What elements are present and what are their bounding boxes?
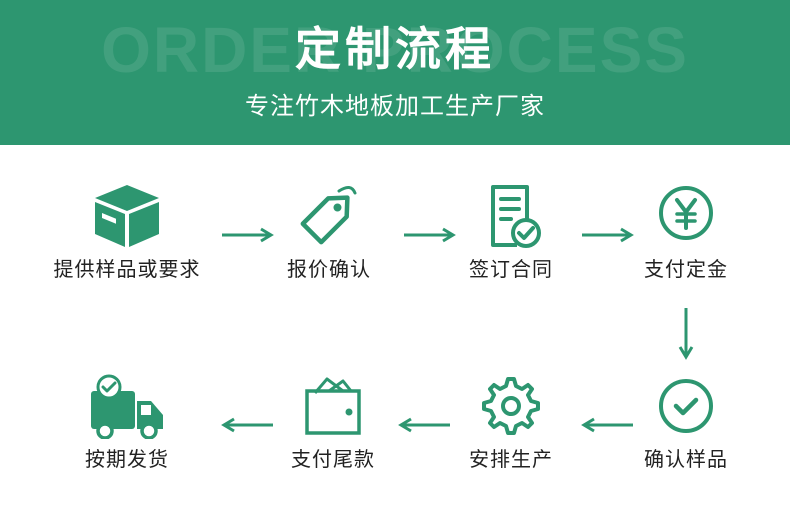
arrow-right-icon — [222, 227, 274, 243]
step-on-time-delivery: 按期发货 — [47, 373, 207, 471]
header-watermark: ORDER PROCESS — [101, 14, 689, 86]
delivery-truck-icon — [91, 374, 163, 439]
step-provide-sample: 提供样品或要求 — [47, 183, 207, 281]
arrow-right-icon — [404, 227, 456, 243]
contract-icon — [491, 185, 541, 248]
page-subtitle: 专注竹木地板加工生产厂家 — [245, 92, 545, 120]
arrow-left-icon — [221, 417, 273, 433]
step-confirm-sample: 确认样品 — [606, 373, 766, 471]
arrow-right-icon — [582, 227, 634, 243]
step-arrange-production: 安排生产 — [431, 373, 591, 471]
yen-icon — [659, 186, 713, 240]
gear-icon — [482, 377, 540, 435]
step-sign-contract: 签订合同 — [431, 183, 591, 281]
step-label: 支付尾款 — [291, 447, 375, 471]
step-label: 提供样品或要求 — [53, 257, 201, 281]
check-circle-icon — [659, 379, 713, 433]
price-tag-icon — [300, 186, 357, 245]
header-banner: ORDER PROCESS 定制流程 专注竹木地板加工生产厂家 — [0, 0, 790, 145]
box-icon — [95, 185, 159, 247]
wallet-icon — [305, 377, 361, 435]
step-pay-deposit: 支付定金 — [606, 183, 766, 281]
step-label: 报价确认 — [287, 257, 371, 281]
step-label: 安排生产 — [469, 447, 553, 471]
step-quote-confirm: 报价确认 — [249, 183, 409, 281]
step-label: 支付定金 — [644, 257, 728, 281]
step-label: 确认样品 — [644, 447, 728, 471]
step-pay-balance: 支付尾款 — [253, 373, 413, 471]
arrow-left-icon — [398, 417, 450, 433]
arrow-down-icon — [678, 308, 694, 360]
step-label: 按期发货 — [85, 447, 169, 471]
page-title: 定制流程 — [295, 22, 495, 76]
step-label: 签订合同 — [469, 257, 553, 281]
arrow-left-icon — [581, 417, 633, 433]
